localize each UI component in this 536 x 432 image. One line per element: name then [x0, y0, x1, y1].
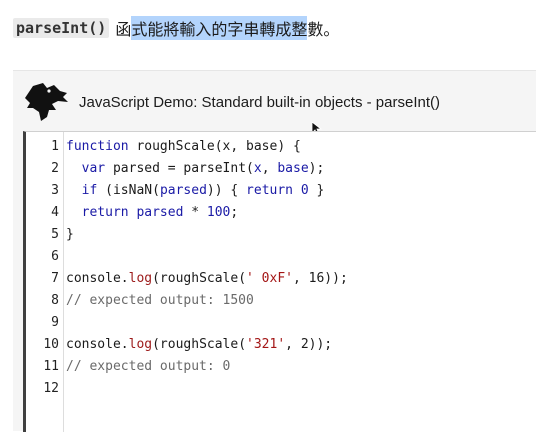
code-line[interactable]: 7 console.log(roughScale(' 0xF', 16));	[26, 268, 348, 290]
code-line[interactable]: 3 if (isNaN(parsed)) { return 0 }	[26, 180, 348, 202]
code-token: function	[66, 139, 129, 154]
intro-text-selected: 式能將輸入的字串轉成整	[131, 16, 308, 40]
inline-code-parseint: parseInt()	[13, 18, 110, 38]
line-number: 2	[51, 161, 59, 176]
line-number-gutter	[63, 132, 64, 432]
line-number: 4	[51, 205, 59, 220]
code-line[interactable]: 9	[26, 312, 348, 334]
code-token: (roughScale(	[152, 337, 247, 352]
code-line[interactable]: 11 // expected output: 0	[26, 356, 348, 378]
code-token: '321'	[246, 337, 286, 352]
code-token: , 16));	[293, 271, 348, 286]
line-number: 6	[51, 249, 59, 264]
code-token: console.	[66, 337, 129, 352]
code-token: x	[253, 161, 262, 176]
demo-title: JavaScript Demo: Standard built-in objec…	[79, 94, 440, 111]
code-token: );	[308, 161, 325, 176]
intro-text-end: 數。	[307, 22, 340, 39]
code-token: log	[128, 271, 153, 286]
code-token: console.	[66, 271, 129, 286]
code-token: ,	[261, 161, 278, 176]
code-token: *	[183, 205, 207, 220]
line-number: 5	[51, 227, 59, 242]
code-token: parsed	[159, 183, 207, 198]
code-token: ;	[230, 205, 239, 220]
line-number: 9	[51, 315, 59, 330]
code-comment: // expected output: 1500	[66, 293, 254, 308]
demo-header: JavaScript Demo: Standard built-in objec…	[13, 71, 536, 136]
code-token: )) {	[206, 183, 247, 198]
code-token: parsed	[128, 205, 184, 220]
intro-sentence: parseInt() 函式能將輸入的字串轉成整數。	[13, 16, 339, 40]
intro-text-start: 函	[115, 22, 132, 39]
code-line[interactable]: 6	[26, 246, 348, 268]
line-number: 11	[43, 359, 59, 374]
code-token: var	[66, 161, 106, 176]
code-token: 0	[293, 183, 309, 198]
code-line[interactable]: 4 return parsed * 100;	[26, 202, 348, 224]
interactive-demo-panel: JavaScript Demo: Standard built-in objec…	[13, 70, 536, 432]
line-number: 1	[51, 139, 59, 154]
code-line[interactable]: 8 // expected output: 1500	[26, 290, 348, 312]
code-line[interactable]: 1 function roughScale(x, base) {	[26, 136, 348, 158]
code-token: parsed = parseInt(	[105, 161, 254, 176]
code-token: }	[66, 227, 74, 242]
code-token: 100	[206, 205, 231, 220]
code-token: base	[277, 161, 309, 176]
code-line[interactable]: 10 console.log(roughScale('321', 2));	[26, 334, 348, 356]
code-line[interactable]: 5}	[26, 224, 348, 246]
code-line[interactable]: 12	[26, 378, 348, 400]
code-editor[interactable]: 1 function roughScale(x, base) { 2 var pa…	[23, 131, 536, 432]
code-token: , 2));	[285, 337, 333, 352]
line-number: 7	[51, 271, 59, 286]
code-token: roughScale(x, base) {	[128, 139, 301, 154]
line-number: 8	[51, 293, 59, 308]
line-number: 10	[43, 337, 59, 352]
code-token: (isNaN(	[97, 183, 160, 198]
line-number: 12	[43, 381, 59, 396]
code-token: log	[128, 337, 153, 352]
code-token: ' 0xF'	[246, 271, 293, 286]
dinosaur-head-logo-icon	[25, 83, 68, 121]
code-comment: // expected output: 0	[66, 359, 231, 374]
code-line[interactable]: 2 var parsed = parseInt(x, base);	[26, 158, 348, 180]
code-token: }	[308, 183, 325, 198]
code-token: if	[66, 183, 98, 198]
code-token: return	[66, 205, 129, 220]
code-token: return	[246, 183, 294, 198]
code-token: (roughScale(	[152, 271, 247, 286]
line-number: 3	[51, 183, 59, 198]
